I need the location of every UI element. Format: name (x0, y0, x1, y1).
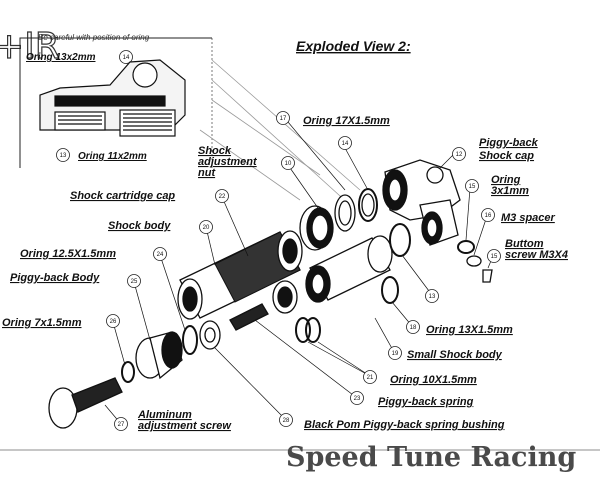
page-title: Exploded View 2: (296, 38, 411, 54)
callout-23: 23 (350, 391, 364, 405)
piggy-back-cap-drawing (382, 159, 461, 246)
svg-text:15: 15 (469, 184, 476, 190)
part-label-19: Small Shock body (407, 349, 503, 361)
svg-text:23: 23 (354, 396, 361, 402)
svg-text:24: 24 (157, 252, 164, 258)
piggy-back-spring-drawing (229, 303, 269, 331)
svg-text:14: 14 (123, 55, 130, 61)
part-label-23: Piggy-back spring (378, 396, 474, 408)
part-label-20: Shock body (108, 220, 171, 232)
aluminum-adjustment-screw-drawing (48, 377, 123, 429)
part-label-18: Oring 13X1.5mm (426, 324, 513, 336)
svg-text:10: 10 (285, 161, 292, 167)
svg-text:27: 27 (118, 422, 125, 428)
callout-22: 22 (215, 189, 229, 203)
svg-text:13: 13 (60, 153, 67, 159)
inset-label-bottom: Oring 11x2mm (78, 151, 147, 162)
callout-15: 15 (487, 249, 501, 263)
part-label-26: Oring 7x1.5mm (2, 317, 82, 329)
inset-caution-text: Be careful with position of oring (38, 33, 150, 42)
callout-28: 28 (279, 413, 293, 427)
svg-text:28: 28 (283, 418, 290, 424)
part-label-24: Oring 12.5X1.5mm (20, 248, 116, 260)
callout-21: 21 (363, 370, 377, 384)
callout-25: 25 (127, 274, 141, 288)
inset-callout-top: 14 (119, 50, 133, 64)
svg-text:14: 14 (342, 141, 349, 147)
shock-cartridge-cap-drawing (299, 205, 334, 251)
callout-19: 19 (388, 346, 402, 360)
svg-text:12: 12 (456, 152, 463, 158)
inset-callout-bottom: 13 (56, 148, 70, 162)
piggy-back-body-drawing (135, 331, 183, 380)
part-label-25: Piggy-back Body (10, 272, 100, 284)
callout-12: 12 (452, 147, 466, 161)
svg-text:16: 16 (485, 213, 492, 219)
svg-text:13: 13 (429, 294, 436, 300)
callout-16: 16 (481, 208, 495, 222)
svg-text:19: 19 (392, 351, 399, 357)
callout-20: 20 (199, 220, 213, 234)
projection-lines (199, 59, 361, 206)
part-label-22: Shock cartridge cap (70, 190, 175, 202)
inset-detail: Be careful with position of oring Oring … (19, 33, 213, 168)
part-label-21: Oring 10X1.5mm (390, 374, 477, 386)
svg-text:18: 18 (410, 325, 417, 331)
inset-label-top: Oring 13x2mm (26, 52, 96, 63)
callout-15: 15 (465, 179, 479, 193)
shock-body-drawing (177, 230, 303, 320)
callouts: 17 14 12 10 22 20 24 25 26 15 16 15 13 18 19 21 23 28 27 (106, 111, 501, 431)
callout-17: 17 (276, 111, 290, 125)
callout-27: 27 (114, 417, 128, 431)
leader-lines (104, 121, 494, 425)
svg-text:25: 25 (131, 279, 138, 285)
logo: +IR (0, 26, 60, 67)
callout-24: 24 (153, 247, 167, 261)
callout-10: 10 (281, 156, 295, 170)
svg-text:22: 22 (219, 194, 226, 200)
svg-text:17: 17 (280, 116, 287, 122)
callout-13: 13 (425, 289, 439, 303)
part-label-28: Black Pom Piggy-back spring bushing (304, 419, 505, 431)
svg-text:15: 15 (491, 254, 498, 260)
callout-14: 14 (338, 136, 352, 150)
part-drawings (48, 159, 493, 429)
inset-shock-cap-drawing (39, 59, 186, 137)
svg-text:26: 26 (110, 319, 117, 325)
footer-brand: Speed Tune Racing (286, 442, 576, 473)
part-label-16: M3 spacer (501, 212, 556, 224)
callout-26: 26 (106, 314, 120, 328)
part-label-17: Oring 17X1.5mm (303, 115, 390, 127)
svg-text:20: 20 (203, 225, 210, 231)
svg-text:21: 21 (367, 375, 374, 381)
small-shock-body-drawing (305, 235, 393, 303)
callout-18: 18 (406, 320, 420, 334)
